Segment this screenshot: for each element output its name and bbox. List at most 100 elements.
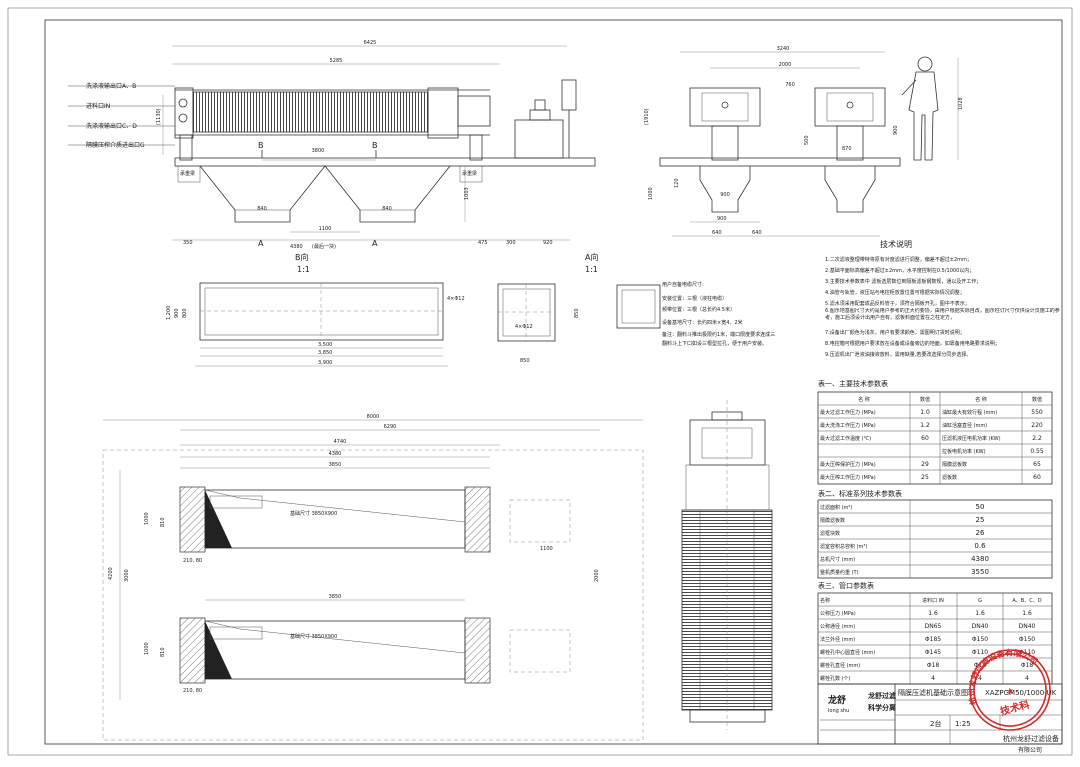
quantity: 2台 bbox=[930, 719, 941, 728]
notes-line: 备注：翻料斗推出极限约1米，端口限度要求连成三 bbox=[662, 331, 775, 338]
tech-item: 8.电控箱可根据用户要求放在设备或设备旁边的地面，如靠备用电路要求说明； bbox=[825, 340, 1000, 347]
dim-810-b: 810 bbox=[160, 647, 166, 657]
table1-cell: 2.2 bbox=[1032, 435, 1042, 442]
side-view: 3240 2000 760 (1910) 870 500 900 120 100… bbox=[295, 46, 964, 274]
table2-cell: 4380 bbox=[971, 555, 989, 563]
table3-cell: 1.6 bbox=[1022, 610, 1032, 617]
port-legend: 洗涤液输出口A、B 进料口IN 洗涤液输出口C、D 隔膜压榨介质进出口G bbox=[68, 82, 175, 149]
table2-cell: 0.6 bbox=[974, 542, 986, 550]
table-3: 表三、管口参数表 名称 进料口 IN G A、B、C、D 公称压力 (MPa) … bbox=[817, 581, 1053, 685]
table3-cell: Φ145 bbox=[925, 649, 941, 656]
table3-cell: 螺栓孔中心圆直径 (mm) bbox=[820, 649, 875, 656]
hydraulic-cylinder bbox=[457, 95, 491, 127]
company-line1: 龙舒过滤 bbox=[867, 691, 896, 700]
press-top-view bbox=[681, 400, 773, 730]
dim-920: 920 bbox=[543, 240, 553, 246]
table1-cell: 1.2 bbox=[920, 422, 930, 429]
table1-cell: 最大压榨工作压力 (MPa) bbox=[820, 474, 876, 481]
table3-cell: 公称通径 (mm) bbox=[820, 623, 855, 630]
dim-120: 120 bbox=[674, 178, 680, 188]
dim-3850-b: 3850 bbox=[329, 462, 342, 468]
table3-head: 进料口 IN bbox=[922, 597, 944, 604]
legend-item: 洗涤液输出口A、B bbox=[86, 82, 136, 90]
front-view: 6425 5285 (1130) 承重梁 承重梁 B B bbox=[68, 40, 596, 250]
legend-item: 进料口IN bbox=[86, 102, 110, 110]
dim-900-d: 900 bbox=[174, 308, 180, 318]
dim-210-80: 210, 80 bbox=[183, 558, 202, 564]
table3-cell: DN40 bbox=[972, 623, 989, 630]
support-right-label: 承重梁 bbox=[462, 170, 477, 177]
table1-cell: 油缸最大有效行程 (mm) bbox=[942, 409, 997, 416]
table3-cell: 4 bbox=[978, 675, 982, 682]
dim-6425: 6425 bbox=[364, 40, 377, 46]
table2-cell: 整机质量约重 (T) bbox=[820, 569, 859, 576]
dim-3850: 3,850 bbox=[318, 350, 332, 356]
pier-tr bbox=[464, 486, 491, 553]
dim-900-b: 900 bbox=[720, 192, 730, 198]
view-b-label: B向 bbox=[295, 252, 309, 262]
table1-cell: 65 bbox=[1033, 461, 1041, 468]
dim-640-a: 640 bbox=[712, 230, 722, 236]
table3-head: 名称 bbox=[820, 597, 830, 604]
head-plate bbox=[174, 87, 194, 139]
dim-3240: 3240 bbox=[777, 46, 790, 52]
dim-850-a: 850 bbox=[520, 358, 530, 364]
table1-cell: 最大压榨保护压力 (MPa) bbox=[820, 461, 876, 468]
view-b-scale: 1:1 bbox=[297, 265, 310, 274]
logo-pinyin: long shu bbox=[828, 708, 849, 714]
foundation-plan: 8000 6290 4740 4380 3850 基础尺寸 3850X900 1… bbox=[102, 414, 644, 741]
notes-line: 翻料斗上下口如设三根型拉孔，便于用户安装。 bbox=[662, 340, 767, 347]
table2-cell: 隔膜滤板数 bbox=[820, 517, 845, 524]
opening-b-outer bbox=[199, 282, 444, 341]
table2-cell: 26 bbox=[976, 529, 985, 537]
outer-border bbox=[7, 7, 1073, 756]
press-unit-right bbox=[814, 87, 886, 127]
table1-cell: 滤板数 bbox=[942, 474, 957, 481]
dim-810: 810 bbox=[160, 517, 166, 527]
dim-840-left: 840 bbox=[257, 206, 267, 212]
person-figure bbox=[901, 56, 939, 161]
opening-small bbox=[616, 284, 661, 329]
table3-title: 表三、管口参数表 bbox=[818, 581, 874, 590]
opening-plans: 3,500 3,850 3,900 1,200 900 800 4×Φ12 4×… bbox=[166, 282, 661, 367]
table3-cell: Φ18 bbox=[927, 662, 940, 669]
tech-item-long: 6.图示地基图尺寸大约是用户参考的正大约要协，由用户根据实际自改，图示柱订尺寸仅… bbox=[825, 308, 1060, 321]
table3-cell: 4 bbox=[1025, 675, 1029, 682]
section-a-left: A bbox=[258, 239, 264, 248]
table3-cell: Φ110 bbox=[972, 649, 988, 656]
table1-cell: 29 bbox=[921, 461, 929, 468]
table3-cell: 1.6 bbox=[928, 610, 938, 617]
tech-item: 4.油管与轨管，液压站与电控柜放置位置可根据实际情况调整； bbox=[825, 289, 965, 296]
maker-line2: 有限公司 bbox=[1018, 746, 1042, 754]
slab-label-bottom: 基础尺寸 3850X900 bbox=[290, 633, 337, 640]
table3-cell: 螺栓孔直径 (mm) bbox=[820, 662, 860, 669]
dim-475: 475 bbox=[478, 240, 488, 246]
foundation-outline bbox=[102, 449, 644, 741]
view-a-scale: 1:1 bbox=[585, 265, 598, 274]
opening-a-outer bbox=[497, 283, 556, 342]
hopper-right bbox=[324, 165, 451, 223]
table2-title: 表二、标准系列技术参数表 bbox=[818, 489, 902, 498]
table1-cell: 25 bbox=[921, 474, 929, 481]
dim-4380: 4380 bbox=[290, 244, 303, 250]
tech-item: 1.二次滤液整理带特将原有对度滤进行调整，偏差不超过±2mm； bbox=[825, 256, 972, 263]
table1-head: 数值 bbox=[920, 396, 930, 403]
dim-3900: 3,900 bbox=[318, 360, 332, 366]
tech-item: 2.基础平面标高偏差不超过±2mm，水平度控制在0.5/1000以内； bbox=[825, 267, 974, 274]
dim-phi-2: 4×Φ12 bbox=[515, 324, 533, 330]
tech-item: 9.压滤机出厂泄液油接液放料，需用缺量,若要改选择分同步选择。 bbox=[825, 351, 971, 358]
moving-head bbox=[427, 87, 459, 139]
slab-label-top: 基础尺寸 3850X900 bbox=[290, 510, 337, 517]
dim-4200: 4200 bbox=[108, 567, 114, 580]
dim-3800: 3800 bbox=[312, 148, 325, 154]
dim-4380-note: (最后一块) bbox=[312, 243, 336, 250]
seal-star-icon: ★ bbox=[1005, 686, 1015, 698]
section-b-right: B bbox=[372, 141, 378, 150]
table2-cell: 总机尺寸 (mm) bbox=[820, 556, 855, 563]
table1-cell: 0.55 bbox=[1030, 448, 1044, 455]
table1-cell: 60 bbox=[921, 435, 929, 442]
hopper-left bbox=[199, 165, 326, 223]
support-left-label: 承重梁 bbox=[180, 170, 195, 177]
